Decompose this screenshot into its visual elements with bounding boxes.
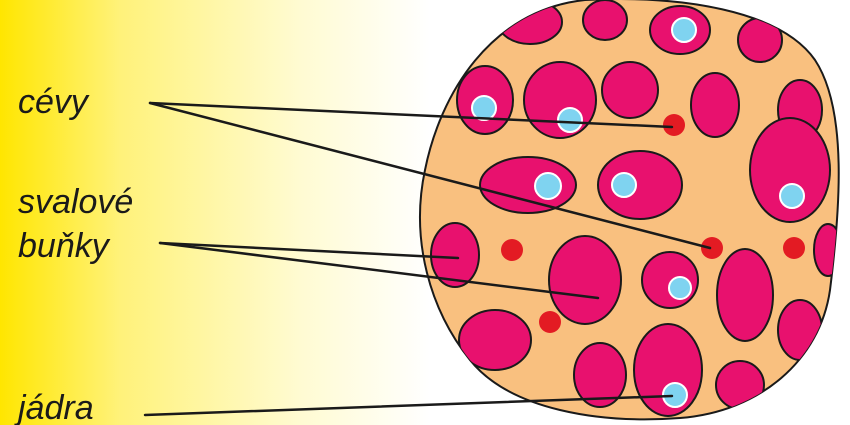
nucleus <box>780 184 804 208</box>
muscle-cell <box>598 151 682 219</box>
muscle-cell <box>778 300 822 360</box>
muscle-cell <box>602 62 658 118</box>
nucleus <box>472 96 496 120</box>
label-muscle-cells-line2: buňky <box>18 226 109 266</box>
blood-vessel <box>663 114 685 136</box>
muscle-cell <box>583 0 627 40</box>
label-muscle-cells-line1: svalové <box>18 182 133 222</box>
muscle-cell <box>549 236 621 324</box>
blood-vessel <box>539 311 561 333</box>
nucleus <box>669 277 691 299</box>
muscle-cell <box>814 224 842 276</box>
nucleus <box>612 173 636 197</box>
pointer-line-muscle-1 <box>160 243 458 258</box>
muscle-cell <box>642 252 698 308</box>
muscle-cell <box>717 249 773 341</box>
blood-vessel <box>501 239 523 261</box>
label-nuclei: jádra <box>18 388 94 425</box>
nucleus <box>558 108 582 132</box>
muscle-cell <box>716 361 764 409</box>
blood-vessel <box>701 237 723 259</box>
muscle-cell <box>691 73 739 137</box>
nucleus <box>672 18 696 42</box>
label-vessels: cévy <box>18 82 88 122</box>
blood-vessel <box>783 237 805 259</box>
nucleus <box>535 173 561 199</box>
muscle-cell <box>738 18 782 62</box>
